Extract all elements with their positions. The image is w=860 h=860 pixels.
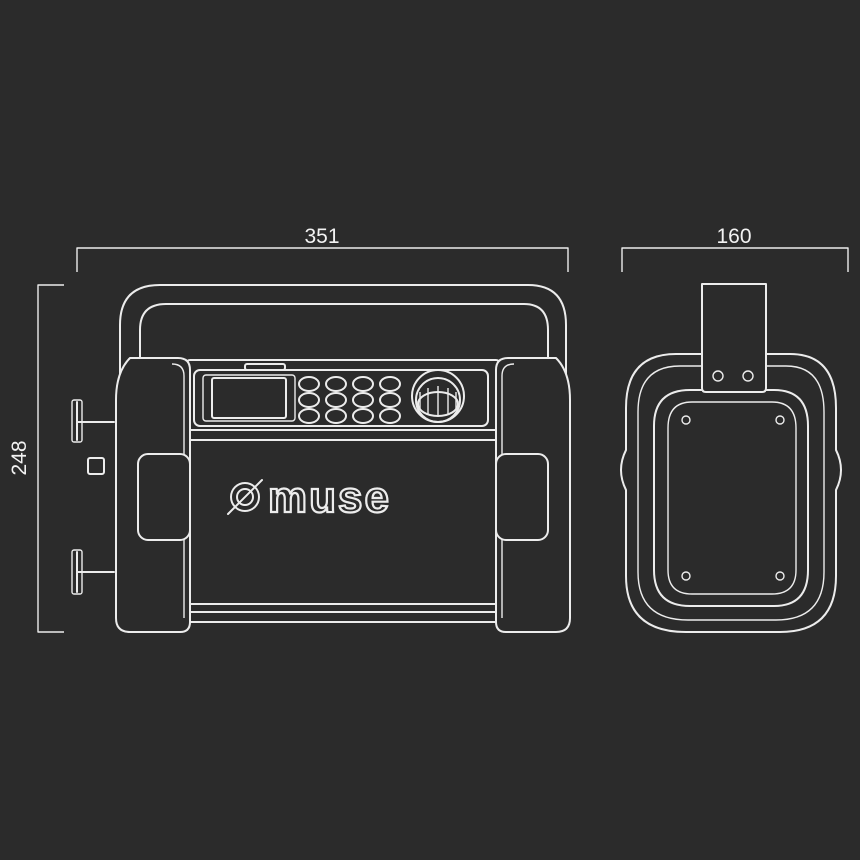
height-dimension: 248 [8,284,64,633]
side-connector-top [71,399,115,443]
front-view: muse [71,284,571,633]
side-panel [653,389,809,607]
right-grip [495,453,549,541]
handle-bracket [701,283,767,393]
side-shell [620,353,842,633]
lcd-display [211,377,287,419]
screw-icon [775,571,785,581]
depth-label: 160 [716,225,751,248]
width-dimension: 351 [76,225,569,272]
carry-handle [119,284,567,379]
panel-button [298,408,320,424]
panel-button [325,408,347,424]
screw-icon [775,415,785,425]
brand-logo: muse [227,472,391,523]
side-port [87,457,105,475]
panel-button [352,392,374,408]
screw-icon [742,370,754,382]
panel-button [298,392,320,408]
side-view [620,283,842,633]
slashed-circle-icon [227,479,263,515]
button-grid [298,376,401,424]
panel-button [325,392,347,408]
panel-button [352,408,374,424]
depth-dimension: 160 [621,225,849,272]
carry-handle-inner [139,303,549,379]
screw-icon [681,571,691,581]
panel-button [325,376,347,392]
panel-button [298,376,320,392]
left-grip [137,453,191,541]
panel-button [352,376,374,392]
height-label: 248 [8,440,31,475]
screw-icon [681,415,691,425]
screw-icon [712,370,724,382]
panel-button [379,392,401,408]
panel-button [379,376,401,392]
width-label: 351 [304,225,339,248]
control-panel [193,369,489,427]
knob-icon [411,369,465,423]
logo-text: muse [268,473,391,522]
side-connector-bottom [71,549,115,595]
panel-button [379,408,401,424]
